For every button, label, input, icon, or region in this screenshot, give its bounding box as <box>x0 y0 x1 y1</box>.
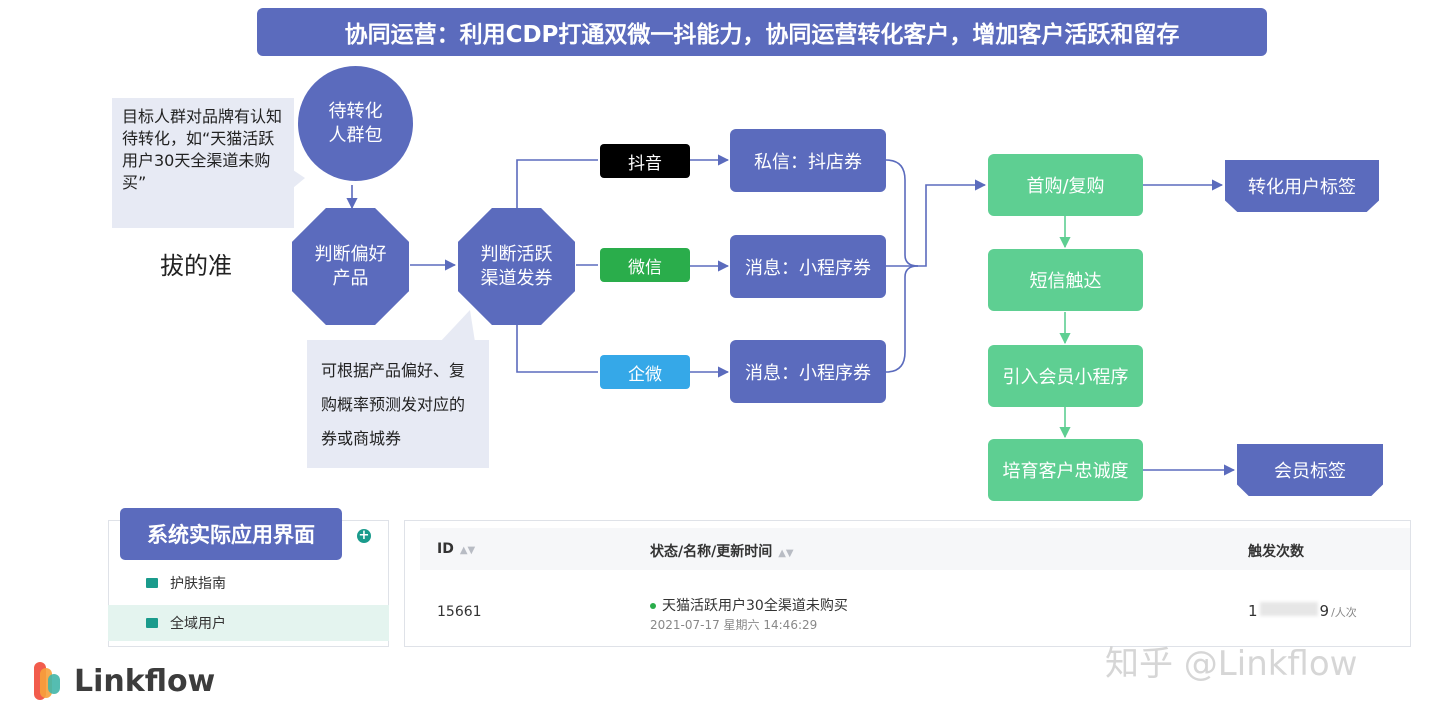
node-customer-loyalty: 培育客户忠诚度 <box>988 439 1143 501</box>
channel-douyin: 抖音 <box>600 144 690 178</box>
sort-icon: ▲▼ <box>459 545 476 556</box>
column-header-status[interactable]: 状态/名称/更新时间▲▼ <box>650 544 794 560</box>
channel-wechat: 微信 <box>600 248 690 282</box>
table-cell-name[interactable]: 天猫活跃用户30全渠道未购买 <box>650 595 848 615</box>
sidebar-item-skincare[interactable]: 护肤指南 <box>108 566 389 600</box>
linkflow-logo-icon <box>30 660 66 704</box>
callout-target-audience: 目标人群对品牌有认知待转化，如“天猫活跃用户30天全渠道未购买” <box>112 98 294 228</box>
sort-icon: ▲▼ <box>778 548 794 559</box>
node-message-wechat: 消息：小程序券 <box>730 235 886 298</box>
tag-converted-user: 转化用户标签 <box>1225 160 1379 212</box>
diagram-title: 协同运营：利用CDP打通双微一抖能力，协同运营转化客户，增加客户活跃和留存 <box>257 8 1267 56</box>
table-header-row <box>420 528 1410 570</box>
sidebar-item-label: 全域用户 <box>170 616 226 632</box>
sidebar-item-label: 护肤指南 <box>170 576 226 592</box>
callout-prediction: 可根据产品偏好、复购概率预测发对应的券或商城券 <box>307 340 489 468</box>
node-member-miniprogram: 引入会员小程序 <box>988 345 1143 407</box>
folder-icon <box>146 618 158 628</box>
watermark: 知乎 @Linkflow <box>1105 644 1358 684</box>
table-cell-count: 1 9 /人次 <box>1248 602 1357 620</box>
column-header-count: 触发次数 <box>1248 544 1304 560</box>
blurred-value <box>1259 602 1318 616</box>
node-message-douyin: 私信：抖店券 <box>730 129 886 192</box>
column-header-id[interactable]: ID▲▼ <box>437 541 476 557</box>
stray-text: 拔的准 <box>160 252 232 280</box>
brand-name: Linkflow <box>74 664 216 699</box>
status-dot <box>650 603 656 609</box>
tag-member: 会员标签 <box>1237 444 1383 496</box>
plus-icon[interactable]: + <box>357 528 371 543</box>
channel-qiwei: 企微 <box>600 355 690 389</box>
node-pending-group: 待转化人群包 <box>298 66 413 181</box>
node-judge-channel: 判断活跃渠道发券 <box>458 208 575 325</box>
system-ui-label: 系统实际应用界面 <box>120 508 342 560</box>
node-judge-preference: 判断偏好产品 <box>292 208 409 325</box>
table-cell-id: 15661 <box>437 604 482 620</box>
node-sms-reach: 短信触达 <box>988 249 1143 311</box>
node-message-qiwei: 消息：小程序券 <box>730 340 886 403</box>
table-cell-time: 2021-07-17 星期六 14:46:29 <box>650 618 818 632</box>
folder-icon <box>146 578 158 588</box>
sidebar-item-all-users[interactable]: 全域用户 <box>108 605 389 641</box>
node-first-repeat-purchase: 首购/复购 <box>988 154 1143 216</box>
